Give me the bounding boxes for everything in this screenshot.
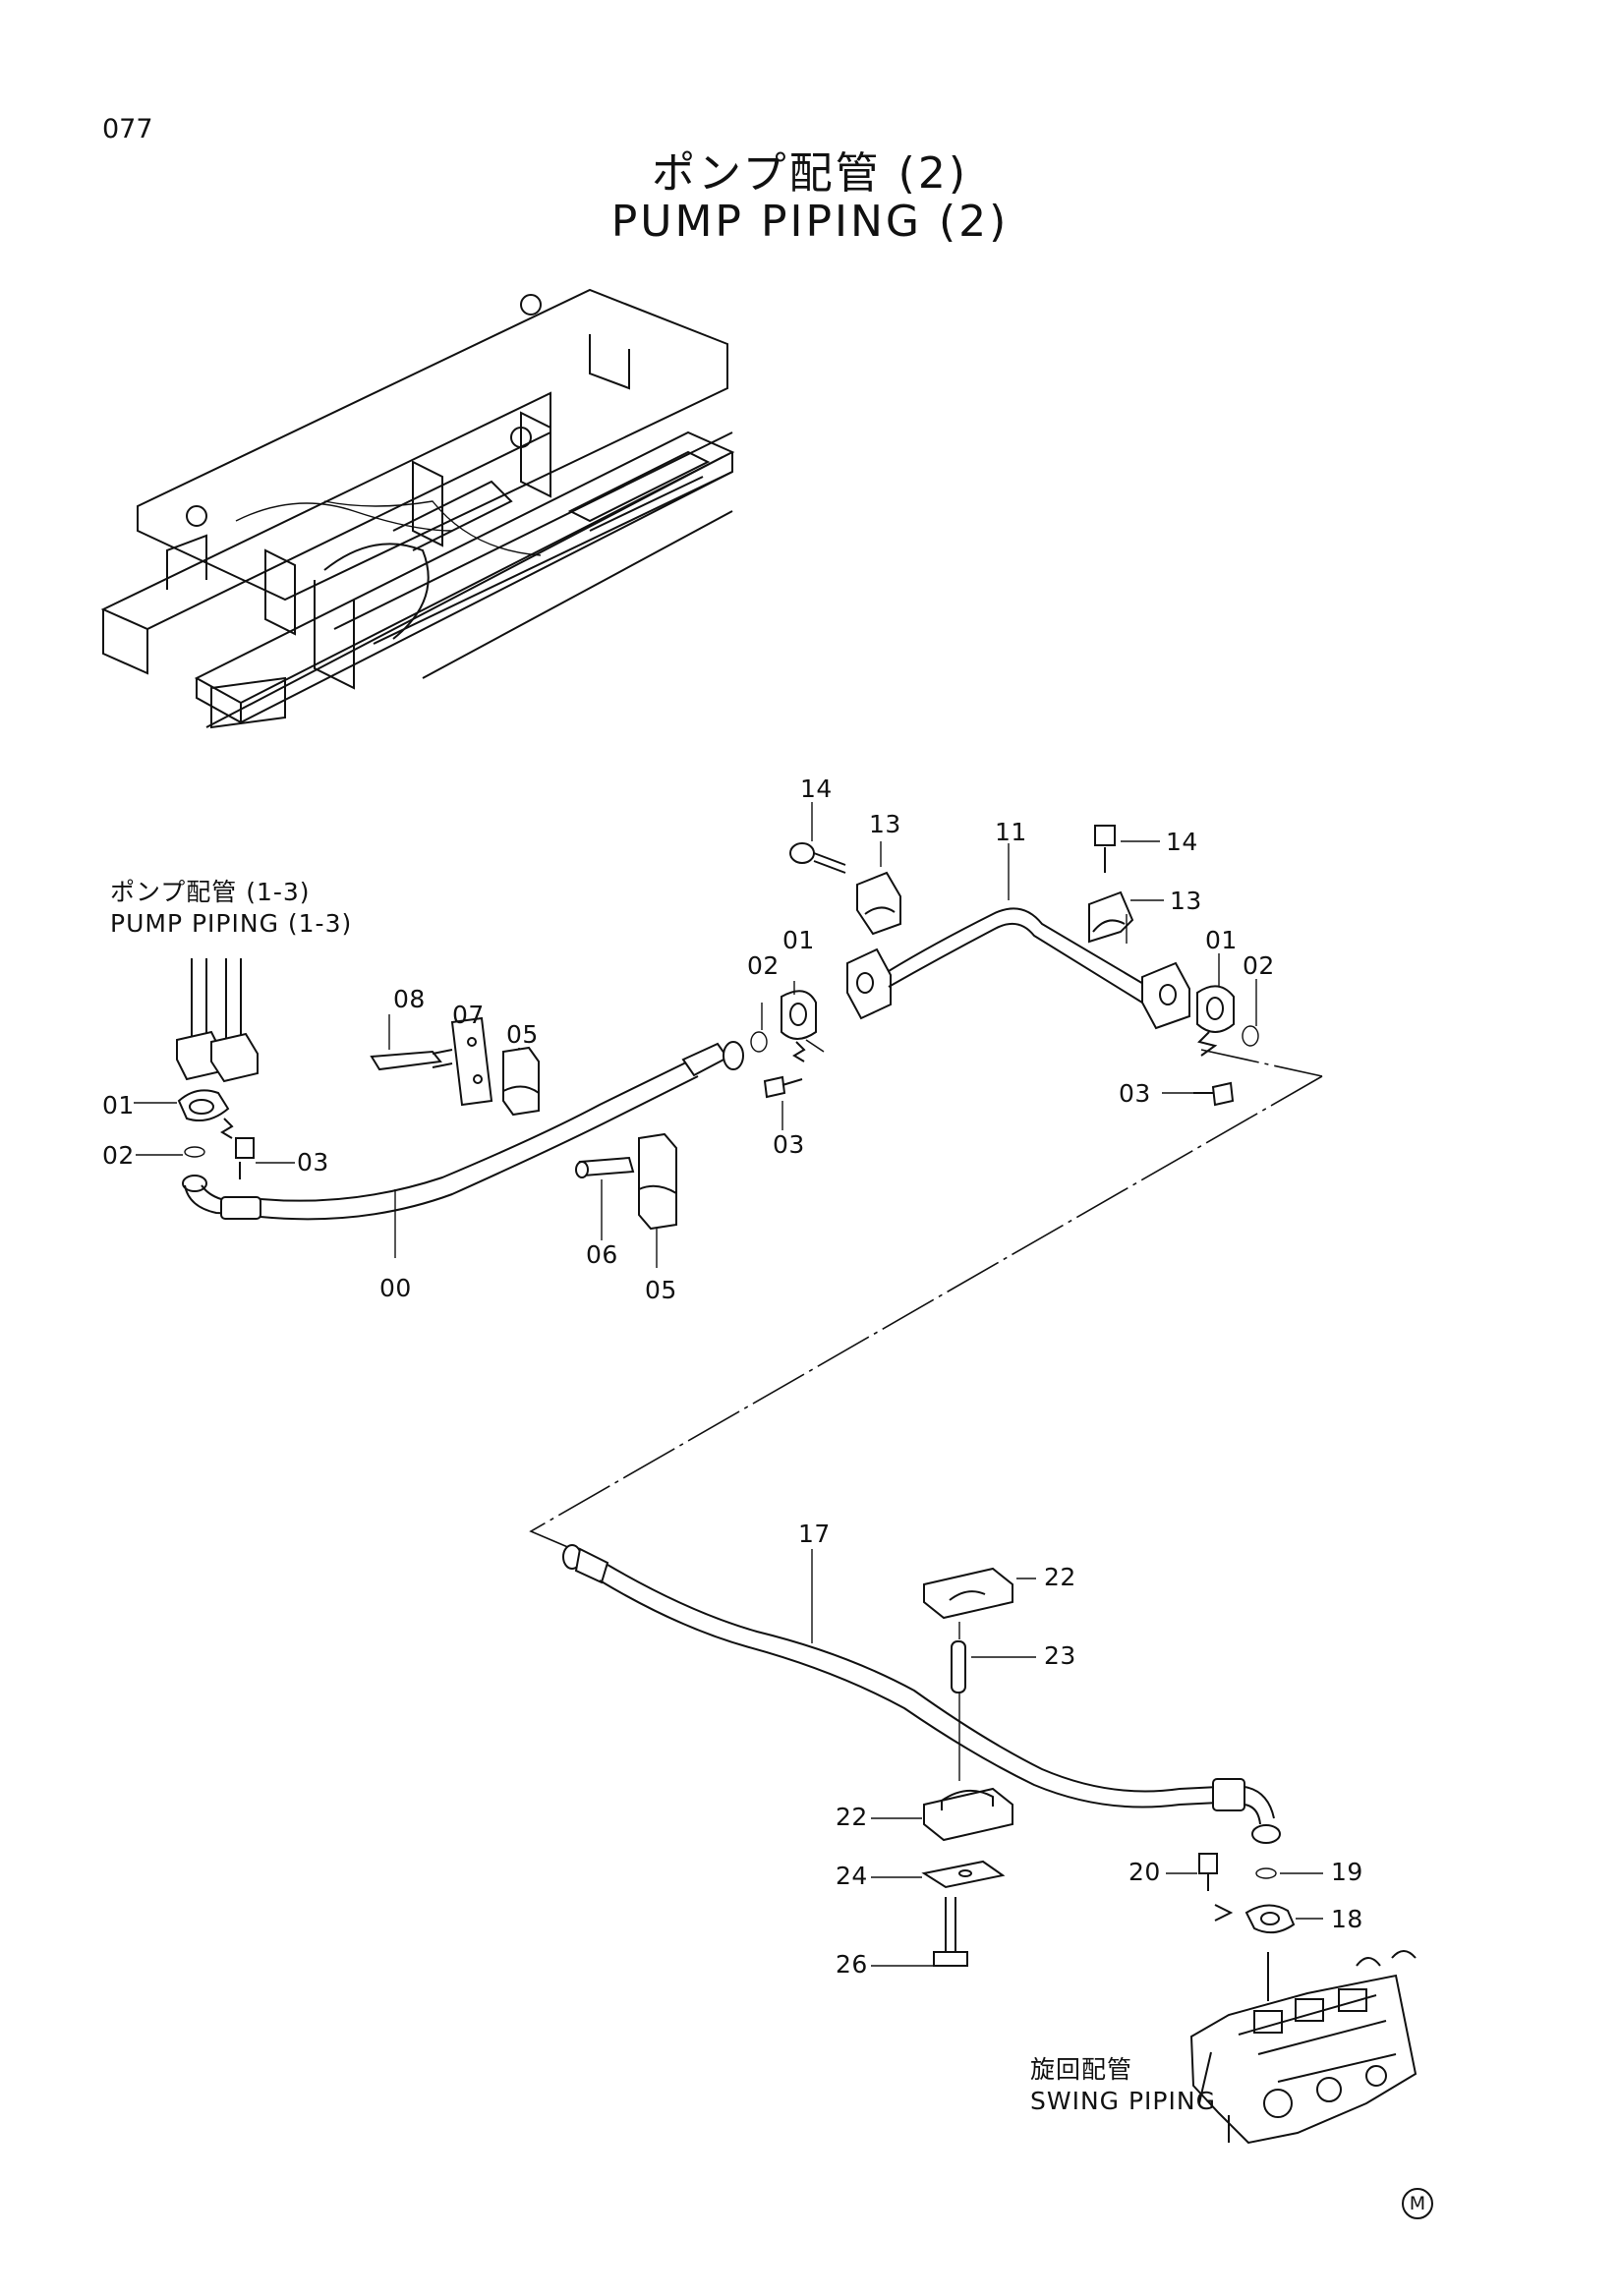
swing-piping-reference: 旋回配管 SWING PIPING <box>1030 2054 1216 2117</box>
swing-flange-set <box>1166 1853 1323 2001</box>
swing-piping-reference-ja: 旋回配管 <box>1030 2055 1133 2084</box>
callout-23: 23 <box>1044 1641 1076 1670</box>
callout-13-left: 13 <box>869 810 901 838</box>
callout-05-bottom: 05 <box>645 1276 677 1304</box>
callout-14-right: 14 <box>1166 828 1198 856</box>
callout-17: 17 <box>798 1520 831 1548</box>
model-mark-badge: M <box>1402 2188 1433 2219</box>
callout-02-right: 02 <box>1243 951 1275 980</box>
callout-18: 18 <box>1331 1905 1363 1933</box>
connection-leader-lines <box>529 1039 1323 1549</box>
callout-08: 08 <box>393 985 426 1013</box>
callout-07: 07 <box>452 1001 485 1029</box>
callout-24: 24 <box>836 1862 868 1890</box>
callout-00: 00 <box>379 1274 412 1302</box>
callout-06: 06 <box>586 1240 618 1269</box>
swing-control-valve <box>1189 1950 1418 2145</box>
callout-05-top: 05 <box>506 1020 539 1049</box>
pump-piping-reference-ja: ポンプ配管 (1-3) <box>110 878 311 906</box>
page-number: 077 <box>102 114 153 144</box>
callout-02-mid: 02 <box>747 951 780 980</box>
clamp-parts <box>370 1014 677 1268</box>
pipe-11-assembly <box>789 802 1190 1030</box>
callout-14-left: 14 <box>800 775 833 803</box>
callout-01-right: 01 <box>1205 926 1238 954</box>
pump-piping-reference-en: PUMP PIPING (1-3) <box>110 909 353 938</box>
callout-13-right: 13 <box>1170 887 1202 915</box>
callout-01-mid: 01 <box>782 926 815 954</box>
pump-piping-reference: ポンプ配管 (1-3) PUMP PIPING (1-3) <box>110 877 352 940</box>
pump-piping-connection <box>176 958 259 1083</box>
callout-19: 19 <box>1331 1858 1363 1886</box>
callout-02-left: 02 <box>102 1141 135 1170</box>
callout-11: 11 <box>995 818 1027 846</box>
frame-isometric-inset <box>100 288 735 729</box>
callout-22-top: 22 <box>1044 1563 1076 1591</box>
callout-01-left: 01 <box>102 1091 135 1119</box>
callout-03-mid: 03 <box>773 1130 805 1159</box>
callout-26: 26 <box>836 1950 868 1979</box>
hose-00 <box>182 1041 744 1258</box>
callout-20: 20 <box>1128 1858 1161 1886</box>
callout-03-left: 03 <box>297 1148 329 1177</box>
hose-17 <box>562 1544 1281 1844</box>
left-flange-set <box>134 1089 295 1179</box>
page-title-japanese: ポンプ配管 (2) <box>652 148 968 199</box>
page-title-english: PUMP PIPING (2) <box>610 197 1010 247</box>
callout-03-right: 03 <box>1119 1079 1151 1108</box>
center-flange-set <box>750 981 817 1130</box>
clamp-stack-22-26 <box>871 1567 1036 1967</box>
swing-piping-reference-en: SWING PIPING <box>1030 2087 1216 2115</box>
callout-22-bottom: 22 <box>836 1803 868 1831</box>
